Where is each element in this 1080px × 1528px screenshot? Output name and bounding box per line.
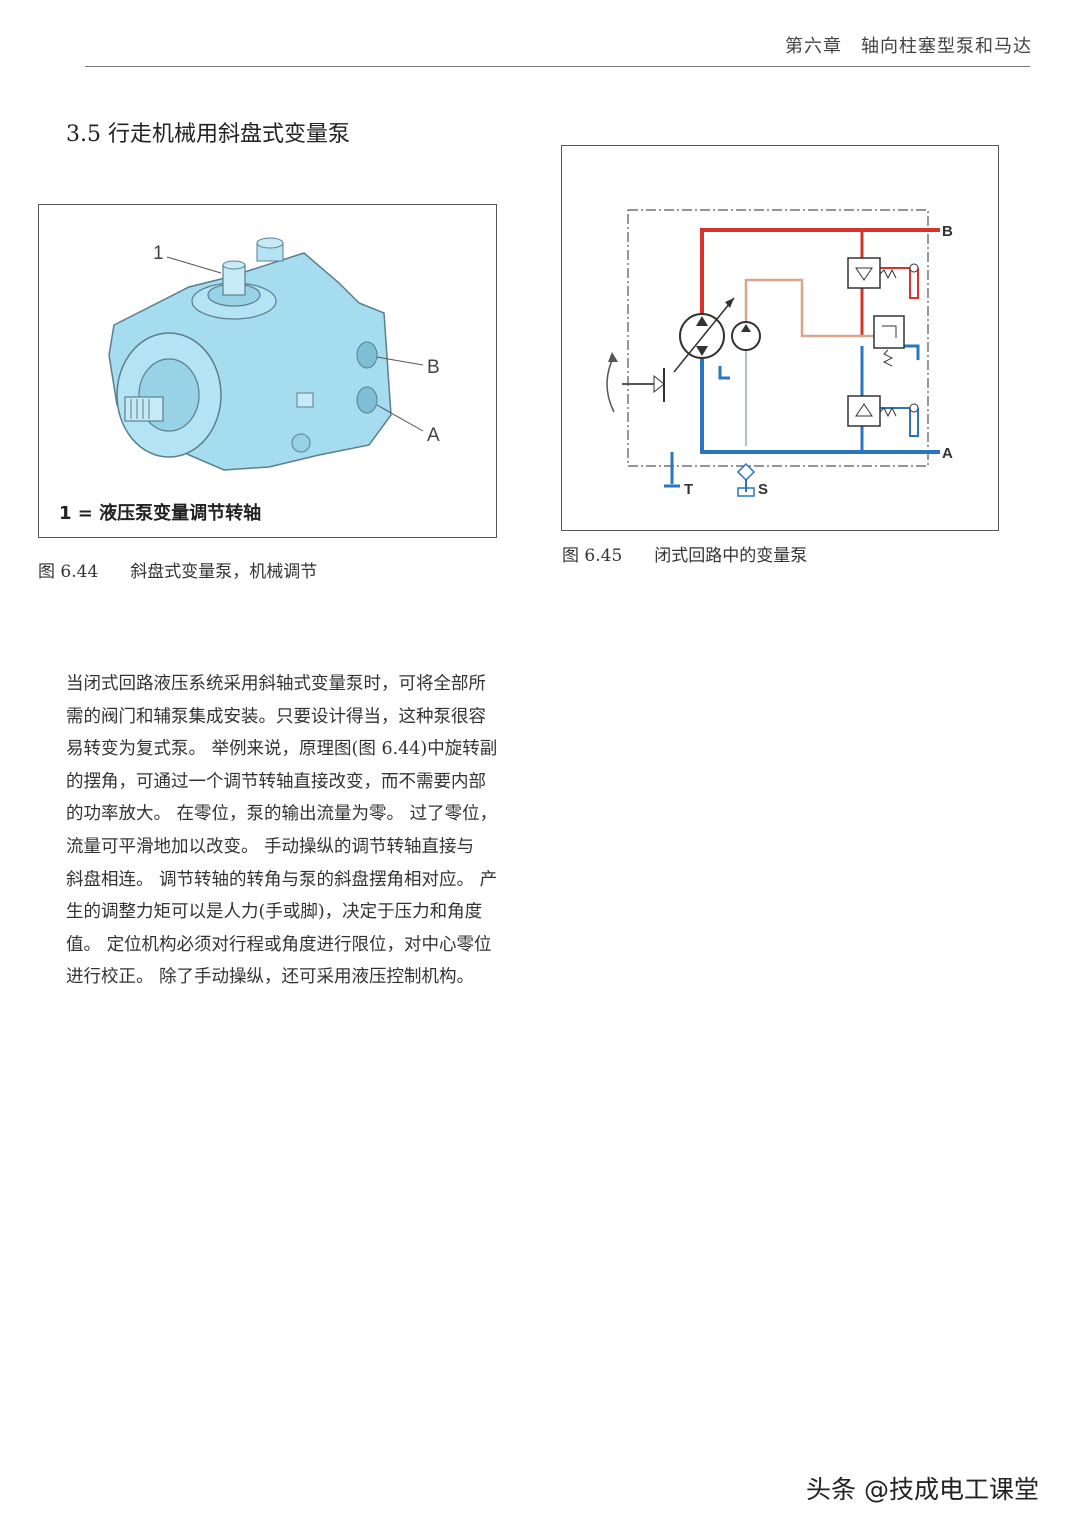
control-block-boundary [627, 209, 929, 467]
manual-adjust-arrow [606, 355, 615, 413]
text-line: 易转变为复式泵。 举例来说，原理图(图 6.44)中旋转副 [66, 739, 498, 760]
caption-number: 图 6.44 [38, 562, 99, 582]
low-pressure-line [700, 356, 940, 454]
charge-line [744, 278, 882, 338]
figure-6-45-caption: 图 6.45 闭式回路中的变量泵 [562, 541, 807, 566]
caption-text: 闭式回路中的变量泵 [654, 546, 808, 566]
callout-1: 1 [153, 243, 164, 264]
text-line: 值。 定位机构必须对行程或角度进行限位，对中心零位 [66, 934, 492, 955]
high-pressure-line [700, 228, 940, 316]
caption-number: 图 6.45 [562, 546, 623, 566]
charge-pump-symbol [731, 321, 761, 351]
port-b-opening [356, 341, 378, 369]
relief-valve-a [847, 395, 881, 427]
hydraulic-schematic: B A T S [606, 209, 953, 498]
leader-line-1 [166, 256, 222, 274]
callout-a: A [427, 425, 440, 446]
port-label-b: B [942, 223, 953, 240]
source-watermark: 头条 @技成电工课堂 [806, 1475, 1039, 1504]
text-line: 的摆角，可通过一个调节转轴直接改变，而不需要内部 [66, 771, 486, 792]
pump-illustration-figure: 1 B A 1 = 液压泵变量调节转轴 [38, 204, 497, 538]
text-line: 斜盘相连。 调节转轴的转角与泵的斜盘摆角相对应。 产 [66, 869, 498, 890]
header-rule [85, 66, 1030, 67]
section-title: 3.5 行走机械用斜盘式变量泵 [66, 122, 350, 147]
charge-relief-valve [873, 315, 905, 349]
callout-b: B [427, 357, 440, 378]
port-label-s: S [758, 481, 768, 498]
text-line: 进行校正。 除了手动操纵，还可采用液压控制机构。 [66, 967, 475, 988]
caption-text: 斜盘式变量泵，机械调节 [130, 562, 318, 582]
relief-valve-b [847, 257, 881, 289]
text-line: 流量可平滑地加以改变。 手动操纵的调节转轴直接与 [66, 836, 475, 857]
text-line: 的功率放大。 在零位，泵的输出流量为零。 过了零位， [66, 804, 498, 825]
leader-line-b [376, 356, 424, 366]
text-line: 需的阀门和辅泵集成安装。只要设计得当，这种泵很容 [66, 706, 486, 727]
running-header: 第六章 轴向柱塞型泵和马达 [785, 36, 1032, 57]
figure-6-44-caption: 图 6.44 斜盘式变量泵，机械调节 [38, 557, 317, 582]
text-line: 当闭式回路液压系统采用斜轴式变量泵时，可将全部所 [66, 674, 486, 694]
leader-line-a [376, 404, 424, 432]
port-label-a: A [942, 445, 953, 462]
pump-illustration: 1 B A 1 = 液压泵变量调节转轴 [59, 237, 440, 524]
text-line: 生的调整力矩可以是人力(手或脚)，决定于压力和角度 [66, 902, 483, 923]
figure-legend: 1 = 液压泵变量调节转轴 [59, 502, 261, 524]
hydraulic-schematic-figure: B A T S [561, 145, 999, 531]
port-label-t: T [684, 481, 693, 498]
port-a-opening [356, 386, 378, 414]
body-paragraph: 当闭式回路液压系统采用斜轴式变量泵时，可将全部所 需的阀门和辅泵集成安装。只要设… [66, 668, 506, 994]
